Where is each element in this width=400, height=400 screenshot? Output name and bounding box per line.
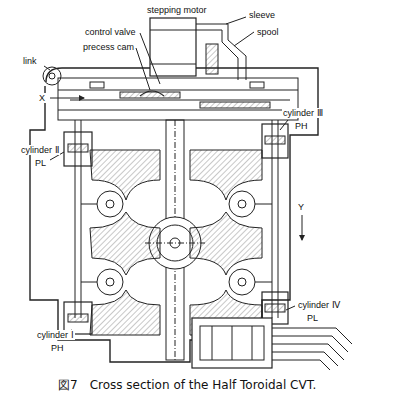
- part-label: Y: [297, 202, 305, 212]
- figure-caption: 図7 Cross section of the Half Toroidal CV…: [56, 378, 318, 392]
- part-label: control valve: [84, 27, 137, 37]
- part-label: precess cam: [82, 42, 135, 52]
- part-label: PH: [50, 343, 65, 353]
- part-label: cylinder Ⅰ: [36, 330, 75, 340]
- part-label: PL: [306, 313, 319, 323]
- part-label: stepping motor: [146, 5, 208, 15]
- part-label: cylinder Ⅱ: [20, 145, 60, 155]
- part-label: PL: [34, 158, 47, 168]
- part-label: sleeve: [248, 10, 276, 20]
- part-label: spool: [256, 27, 280, 37]
- part-label: link: [22, 56, 38, 66]
- part-label: cylinder Ⅲ: [282, 108, 324, 118]
- part-label: X: [38, 93, 46, 103]
- part-label: cylinder Ⅳ: [297, 300, 341, 310]
- part-label: PH: [294, 121, 309, 131]
